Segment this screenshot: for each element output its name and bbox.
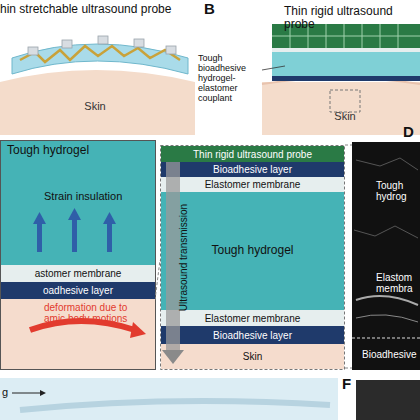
image-annotation: Elastom membra <box>376 272 420 294</box>
zoom-line <box>155 260 160 300</box>
skin-shape <box>0 70 195 135</box>
skin-region: Skin <box>320 108 370 124</box>
panel-title: hin stretchable ultrasound probe <box>0 3 200 16</box>
node-text: Skin <box>334 110 355 122</box>
panel-letter: F <box>342 376 356 393</box>
panel-letter: B <box>204 1 224 18</box>
boundary-line <box>352 338 420 339</box>
panel-title: Thin rigid ultrasound probe <box>284 5 420 31</box>
image-annotation: Bioadhesive <box>362 349 420 360</box>
zoom-line <box>345 368 352 369</box>
leader-line <box>262 66 285 70</box>
node-text: oadhesive layer <box>43 285 113 296</box>
skin-region: Skin <box>70 98 120 114</box>
image-annotation: Tough hydrog <box>376 180 420 202</box>
probe-layer: Thin rigid ultrasound probe <box>161 146 344 162</box>
transducer-elements <box>28 36 176 55</box>
skin-shape <box>262 82 420 135</box>
panel-letter: D <box>403 124 419 141</box>
node-text: Elastomer membrane <box>205 313 301 324</box>
panel-frame <box>1 141 156 370</box>
axis-text: Ultrasound transmission <box>178 193 189 323</box>
stack-frame <box>161 146 345 370</box>
node-text: Bioadhesive layer <box>213 330 292 341</box>
skin-layer: Skin <box>161 344 344 369</box>
node-text: Tough hydrogel <box>211 244 293 257</box>
node-text: Skin <box>84 100 105 112</box>
photo-panel <box>356 380 420 420</box>
arrow-head <box>40 390 46 396</box>
skin-region: deformation due to amic body motions <box>1 299 155 369</box>
elastomer-strip <box>272 48 420 52</box>
node-text: astomer membrane <box>35 268 122 279</box>
node-text: Elastomer membrane <box>205 179 301 190</box>
photo-shape <box>20 401 330 410</box>
couplant-layer <box>272 50 420 80</box>
arrow-head <box>130 322 146 338</box>
callout-text: Tough bioadhesive hydrogel-elastomer cou… <box>198 54 264 103</box>
elastomer-layer: Elastomer membrane <box>161 177 344 192</box>
elastomer-band: astomer membrane <box>1 265 155 282</box>
zoom-line <box>345 145 352 146</box>
bioadhesive-strip <box>272 76 420 81</box>
arrow-head <box>162 350 184 364</box>
sem-image <box>352 142 420 370</box>
strain-arrows <box>33 208 116 252</box>
zoom-box <box>330 90 360 112</box>
node-text: Bioadhesive layer <box>213 164 292 175</box>
hydrogel-region: Tough hydrogel <box>1 141 155 265</box>
bioadhesive-layer: Bioadhesive layer <box>161 326 344 344</box>
elastomer-layer: Elastomer membrane <box>161 310 344 326</box>
node-text: Tough hydrogel <box>7 144 89 157</box>
photo-annotation: g <box>2 386 14 398</box>
annotation-text: Strain insulation <box>44 190 144 202</box>
pointer-arrow <box>12 393 40 394</box>
deformation-arrow <box>30 321 135 330</box>
bioadhesive-band: oadhesive layer <box>1 282 155 299</box>
bioadhesive-layer: Bioadhesive layer <box>161 162 344 177</box>
serpentine-wire <box>20 46 180 62</box>
photo-panel <box>0 378 338 420</box>
node-text: Thin rigid ultrasound probe <box>193 149 312 160</box>
stretchable-probe <box>12 44 188 74</box>
node-text: Skin <box>243 351 262 362</box>
node-text: deformation due to amic body motions <box>44 302 149 324</box>
